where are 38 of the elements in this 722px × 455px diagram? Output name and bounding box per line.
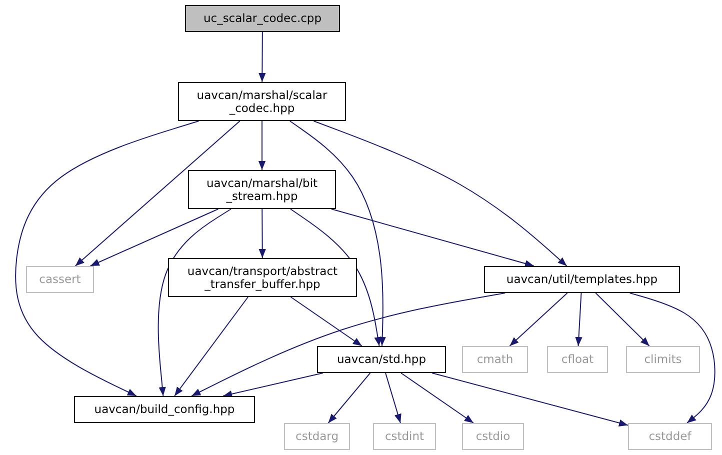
file-node: cmath (462, 346, 528, 373)
dependency-arrow (74, 120, 240, 266)
dependency-arrow (629, 292, 716, 424)
file-node: uavcan/util/templates.hpp (484, 266, 680, 293)
dependency-arrow (174, 296, 249, 396)
dependency-arrow (328, 372, 371, 424)
file-node: cstdarg (284, 423, 350, 450)
dependency-arrow (432, 372, 628, 426)
dependency-arrow (575, 292, 582, 346)
file-node: uavcan/build_config.hpp (74, 396, 255, 423)
dependency-arrow (258, 120, 266, 170)
file-node: climits (626, 346, 700, 373)
dependency-arrow (289, 120, 386, 346)
dependency-arrow (595, 292, 650, 346)
dependency-arrow (15, 120, 200, 396)
file-node: uc_scalar_codec.cpp (185, 5, 340, 32)
dependency-arrow (509, 292, 568, 346)
dependency-arrow (400, 372, 474, 424)
file-node: cassert (26, 266, 94, 293)
dependency-arrow (258, 32, 266, 82)
dependency-arrow (290, 296, 362, 346)
file-node: cstddef (628, 423, 712, 450)
dependency-arrow (258, 208, 266, 258)
dependency-arrow (222, 372, 324, 398)
dependency-arrow (385, 372, 402, 424)
file-node: uavcan/std.hpp (317, 346, 446, 373)
file-node: uavcan/transport/abstract _transfer_buffer.hpp (168, 258, 357, 297)
file-node: cstdio (462, 423, 524, 450)
file-node: uavcan/marshal/bit _stream.hpp (188, 170, 336, 209)
dependency-arrow (330, 208, 534, 268)
file-node: cfloat (547, 346, 608, 373)
dependency-arrow (158, 208, 232, 396)
file-node: cstdint (373, 423, 436, 450)
dependency-arrow (290, 208, 382, 346)
dependency-arrow (191, 292, 506, 396)
file-node: uavcan/marshal/scalar _codec.hpp (178, 82, 346, 121)
dependency-arrow (90, 208, 219, 266)
dependency-arrow (313, 120, 568, 266)
